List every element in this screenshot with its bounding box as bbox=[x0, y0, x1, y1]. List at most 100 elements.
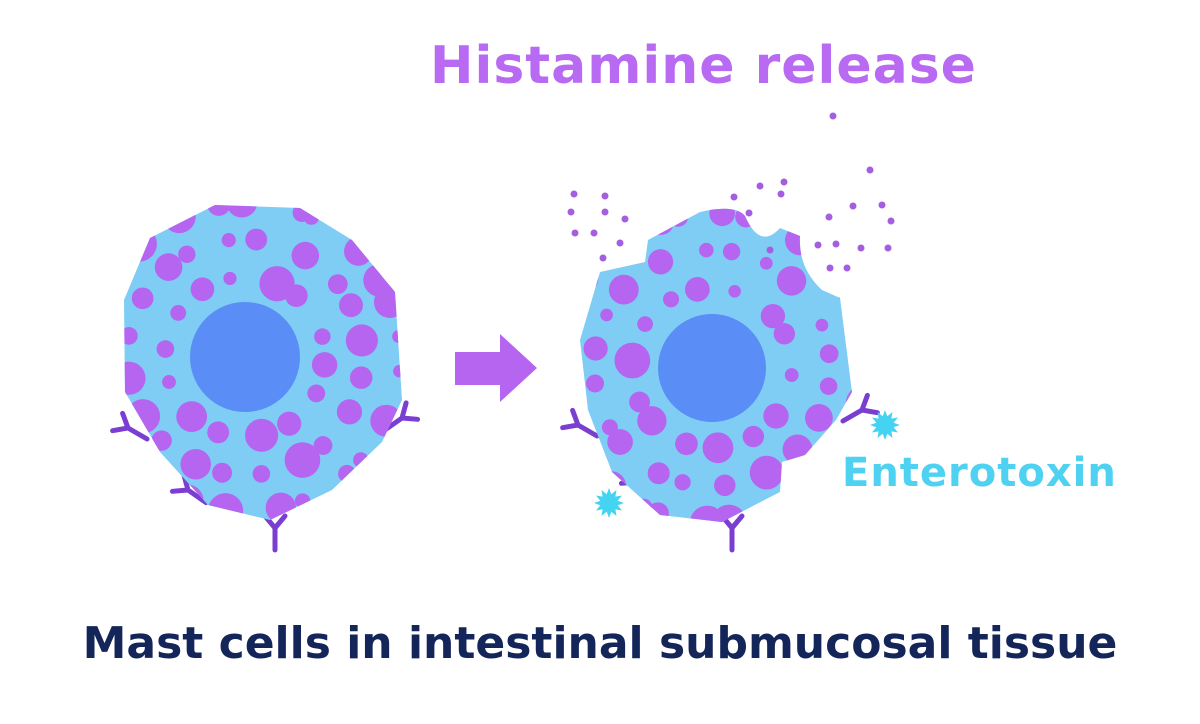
granule bbox=[252, 465, 271, 483]
granule bbox=[689, 505, 725, 523]
histamine-dot bbox=[756, 182, 764, 190]
granule bbox=[699, 242, 714, 258]
granule bbox=[55, 261, 89, 295]
granule bbox=[40, 352, 70, 382]
granule bbox=[277, 411, 302, 436]
granule bbox=[738, 544, 758, 564]
histamine-dot bbox=[616, 239, 624, 247]
granule bbox=[62, 423, 77, 438]
granule bbox=[417, 346, 452, 381]
granule bbox=[90, 402, 111, 423]
histamine-dot bbox=[814, 241, 822, 249]
granule bbox=[546, 466, 562, 482]
histamine-dot bbox=[567, 208, 575, 216]
granule bbox=[126, 503, 142, 519]
histamine-particles bbox=[567, 112, 895, 272]
histamine-dot bbox=[730, 193, 738, 201]
histamine-dot bbox=[621, 215, 629, 223]
histamine-dot bbox=[601, 192, 609, 200]
granule bbox=[294, 493, 311, 509]
histamine-dot bbox=[571, 229, 579, 237]
granule bbox=[675, 432, 698, 456]
granule bbox=[849, 336, 852, 371]
granule bbox=[339, 293, 363, 318]
granule bbox=[583, 336, 608, 361]
granule bbox=[600, 308, 613, 322]
granule bbox=[392, 330, 402, 343]
granule bbox=[221, 233, 236, 248]
granule bbox=[284, 442, 321, 478]
granule bbox=[349, 366, 373, 389]
granule bbox=[583, 216, 596, 229]
mast-cell-degranulating bbox=[514, 164, 912, 564]
granule bbox=[684, 164, 712, 192]
granule bbox=[124, 226, 157, 262]
receptor-icon bbox=[560, 407, 600, 439]
granule bbox=[124, 248, 136, 272]
granule bbox=[412, 281, 436, 305]
granule bbox=[815, 318, 829, 332]
granule bbox=[784, 225, 815, 256]
granule bbox=[179, 529, 198, 548]
granule bbox=[855, 248, 889, 282]
granule bbox=[685, 277, 710, 302]
granule bbox=[124, 327, 138, 345]
granule bbox=[346, 486, 383, 520]
granule bbox=[154, 253, 183, 281]
granule bbox=[47, 378, 69, 400]
granule bbox=[314, 328, 331, 345]
histamine-dot bbox=[825, 213, 833, 221]
granule bbox=[162, 205, 196, 234]
granule bbox=[223, 536, 244, 557]
granule bbox=[722, 242, 741, 261]
granule bbox=[621, 190, 635, 204]
granule bbox=[637, 406, 667, 436]
histamine-dot bbox=[590, 229, 598, 237]
enterotoxin-icon bbox=[870, 410, 900, 440]
granule bbox=[819, 344, 839, 364]
granule bbox=[647, 208, 675, 236]
granule bbox=[749, 455, 784, 490]
receptor-icon bbox=[840, 392, 880, 424]
granule bbox=[763, 403, 789, 429]
granule bbox=[190, 277, 215, 302]
granule bbox=[550, 376, 566, 392]
receptor-icon bbox=[719, 513, 745, 553]
granule bbox=[668, 208, 689, 227]
arrow-right-icon bbox=[455, 334, 537, 402]
granule bbox=[893, 334, 907, 348]
granule bbox=[291, 241, 320, 270]
granule bbox=[77, 451, 91, 465]
granule bbox=[212, 462, 233, 483]
granule bbox=[151, 430, 172, 451]
granule bbox=[760, 303, 786, 329]
granule bbox=[245, 228, 268, 251]
granule bbox=[180, 448, 212, 480]
nucleus bbox=[658, 314, 766, 422]
granule bbox=[891, 371, 912, 392]
histamine-dot bbox=[599, 254, 607, 262]
granule bbox=[514, 397, 539, 422]
granule bbox=[299, 168, 320, 189]
granule bbox=[515, 303, 543, 331]
granule bbox=[75, 347, 105, 377]
histamine-dot bbox=[777, 190, 785, 198]
histamine-dot bbox=[766, 246, 774, 254]
granule bbox=[367, 211, 390, 234]
granule bbox=[828, 454, 843, 469]
nucleus bbox=[190, 302, 300, 412]
granule bbox=[88, 219, 115, 246]
granule bbox=[601, 419, 618, 436]
histamine-dot bbox=[601, 208, 609, 216]
granule bbox=[285, 284, 308, 308]
granule bbox=[839, 227, 852, 258]
granule bbox=[245, 418, 279, 452]
granule bbox=[714, 474, 736, 497]
histamine-dot bbox=[887, 217, 895, 225]
granule bbox=[207, 421, 230, 444]
histamine-dot bbox=[829, 112, 837, 120]
granule bbox=[728, 285, 741, 298]
granule bbox=[872, 272, 891, 291]
granule bbox=[420, 327, 448, 355]
